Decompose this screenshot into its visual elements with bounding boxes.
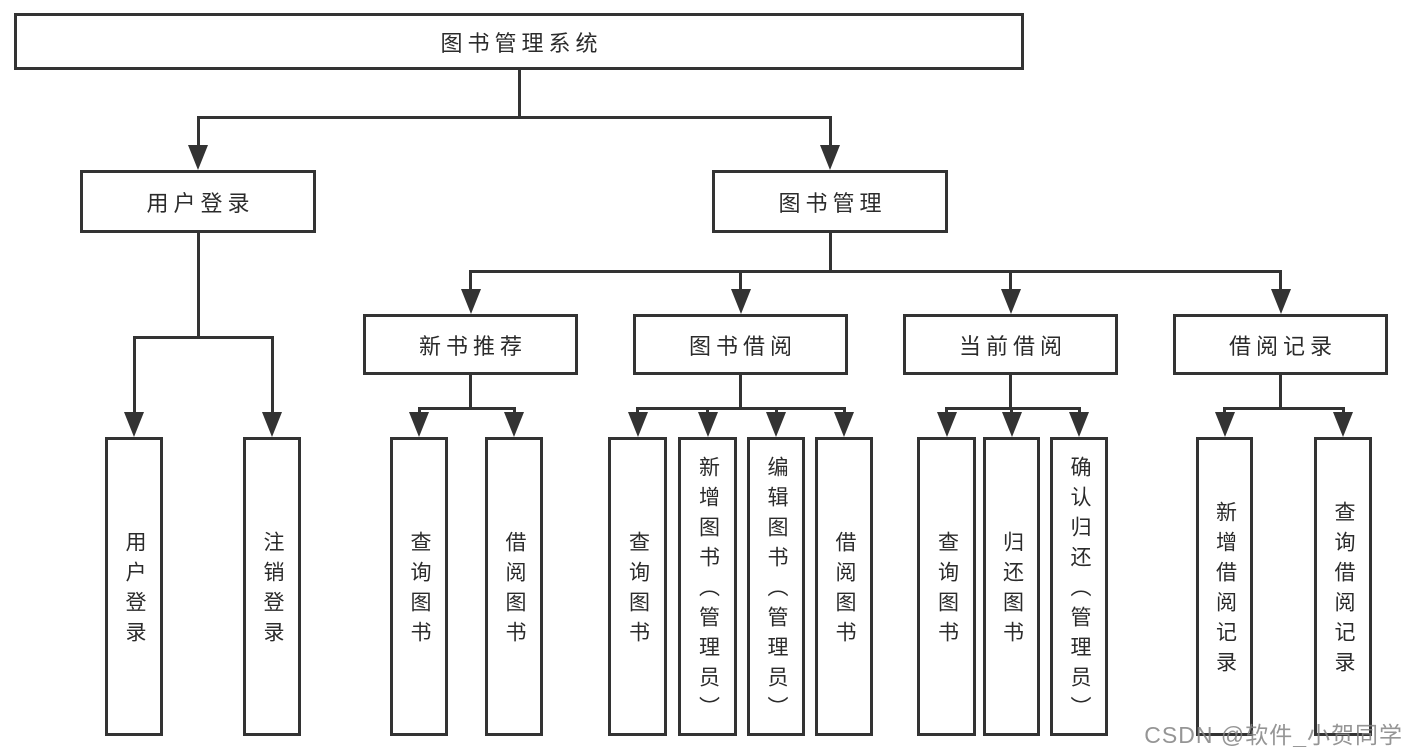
arrow-down-icon [124,412,144,437]
connector-bar [196,116,832,119]
arrow-down-icon [460,289,481,314]
node-bb-add: 新增图书（管理员） [678,437,737,736]
csdn-watermark: CSDN @软件_小贺同学 [1144,722,1403,747]
connector-stem [828,233,832,273]
arrow-down-icon [188,145,208,170]
connector-drop [469,270,472,294]
connector-drop [1279,270,1282,294]
connector-stem [739,375,742,410]
node-root: 图书管理系统 [14,13,1024,70]
node-current-borrow: 当前借阅 [903,314,1118,375]
arrow-down-icon [627,412,648,437]
node-bb-query: 查询图书 [608,437,667,736]
connector-bar [417,407,516,410]
node-bb-borrow: 借阅图书 [815,437,873,736]
arrow-down-icon [1001,412,1022,437]
connector-drop [132,336,136,417]
arrow-down-icon [697,412,718,437]
arrow-down-icon [262,412,282,437]
node-nbr-query: 查询图书 [390,437,448,736]
node-book-mgmt: 图书管理 [712,170,948,233]
connector-drop [270,336,274,417]
node-book-borrow: 图书借阅 [633,314,848,375]
arrow-down-icon [409,412,429,437]
arrow-down-icon [936,412,957,437]
connector-bar [636,407,846,410]
connector-stem [1009,375,1012,410]
node-nbr-borrow: 借阅图书 [485,437,543,736]
node-br-add: 新增借阅记录 [1196,437,1253,736]
node-user-login: 用户登录 [80,170,316,233]
node-br-query: 查询借阅记录 [1314,437,1372,736]
arrow-down-icon [504,412,524,437]
arrow-down-icon [1069,412,1089,437]
connector-bar [1223,407,1345,410]
node-cb-confirm: 确认归还（管理员） [1050,437,1108,736]
node-bb-edit: 编辑图书（管理员） [747,437,805,736]
connector-stem [196,233,200,339]
arrow-down-icon [1214,412,1235,437]
connector-stem [469,375,472,410]
node-new-book-rec: 新书推荐 [363,314,578,375]
node-borrow-records: 借阅记录 [1173,314,1388,375]
arrow-down-icon [1000,289,1021,314]
arrow-down-icon [834,412,854,437]
arrow-down-icon [766,412,786,437]
arrow-down-icon [1270,289,1291,314]
connector-bar [469,270,1282,273]
node-cb-return: 归还图书 [983,437,1040,736]
arrow-down-icon [820,145,840,170]
connector-bar [132,336,274,339]
node-ul-login: 用户登录 [105,437,163,736]
node-cb-query: 查询图书 [917,437,976,736]
connector-drop [739,270,742,294]
connector-drop [196,116,200,150]
connector-drop [828,116,832,150]
arrow-down-icon [1333,412,1353,437]
connector-drop [1009,270,1012,294]
connector-stem [1279,375,1282,410]
arrow-down-icon [730,289,751,314]
node-ul-logout: 注销登录 [243,437,301,736]
connector-stem [517,70,521,119]
